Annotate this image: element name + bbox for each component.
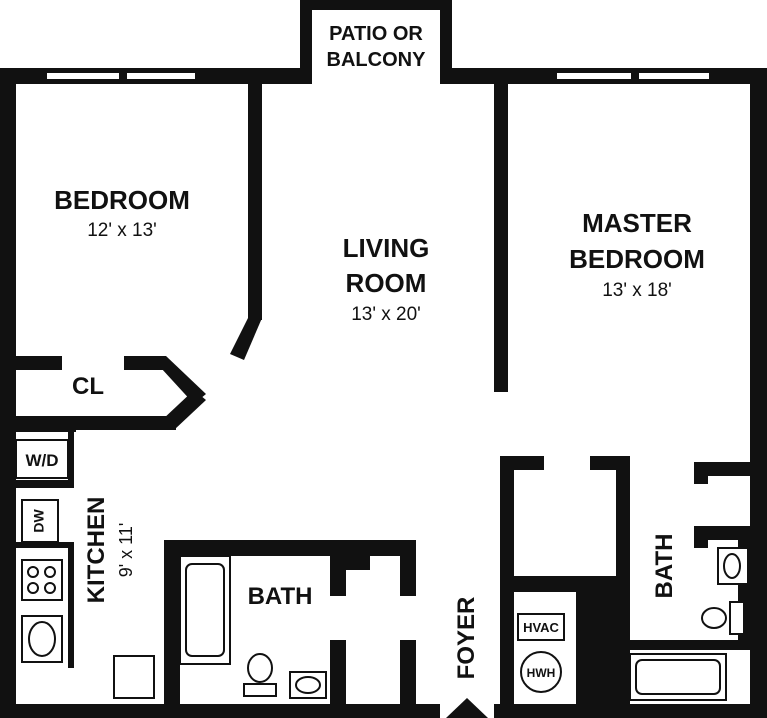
patio-label-line2: BALCONY (327, 49, 427, 71)
interior-walls (10, 80, 756, 708)
entry-door-icon (446, 698, 488, 718)
vanity-sink-icon (289, 671, 327, 699)
living-dims: 13' x 20' (351, 304, 421, 325)
kitchen-dims: 9' x 11' (116, 523, 136, 578)
bedroom-label: BEDROOM (54, 185, 190, 215)
master-label-line1: MASTER (582, 208, 692, 238)
toilet-icon (243, 653, 277, 697)
hvac-label: HVAC (523, 620, 559, 635)
window-icon (45, 71, 711, 81)
bathtub-icon (179, 555, 231, 665)
vanity-sink-icon (717, 547, 749, 585)
bedroom-dims: 12' x 13' (87, 220, 157, 241)
hall-bath-label: BATH (248, 583, 313, 610)
washer-dryer-box (15, 439, 69, 479)
master-label-line2: BEDROOM (569, 244, 705, 274)
toilet-icon (701, 601, 745, 635)
hwh-label: HWH (527, 666, 556, 680)
living-label-line1: LIVING (343, 233, 430, 263)
living-label-line2: ROOM (346, 268, 427, 298)
closet-label: CL (72, 373, 104, 400)
sink-icon (21, 615, 63, 663)
master-bath-label: BATH (651, 534, 678, 599)
hwh-circle (520, 651, 562, 693)
dishwasher-label: DW (31, 509, 47, 533)
patio-label-line1: PATIO OR (329, 23, 423, 45)
dishwasher-box (21, 499, 59, 543)
refrigerator (113, 655, 155, 699)
washer-dryer-label: W/D (25, 451, 58, 470)
kitchen-label: KITCHEN (83, 497, 110, 604)
hvac-box (517, 613, 565, 641)
range-icon (21, 559, 63, 601)
foyer-label: FOYER (453, 597, 480, 680)
master-dims: 13' x 18' (602, 280, 672, 301)
bathtub-icon (629, 653, 727, 701)
